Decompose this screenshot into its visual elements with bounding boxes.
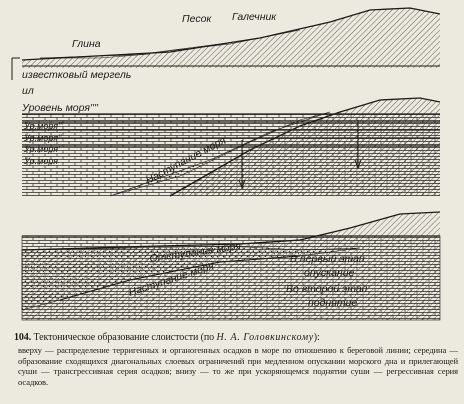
stratification-figure: Песок Галечник Глина известковый мергель…: [11, 7, 441, 321]
bottom-advance-boundary: [59, 255, 301, 301]
bottom-shore-profile: [21, 211, 441, 251]
label-silt: ил: [22, 85, 34, 97]
caption-title: 104. Тектоническое образование слоистост…: [14, 332, 458, 344]
caption-title-text: Тектоническое образование слоистости (по: [33, 332, 215, 343]
label-sea-level-1: Ур.моря''': [23, 121, 63, 131]
top-shore-profile: [21, 7, 441, 61]
label-sea-level-4: Ур.моря: [23, 156, 58, 166]
label-stage1-line1: В первый этап: [290, 253, 365, 265]
clay-layer: [39, 53, 151, 59]
label-marl: известковый мергель: [22, 69, 131, 81]
caption-author: Н. А. Головкинскому: [216, 332, 314, 343]
label-gravel: Галечник: [232, 11, 277, 23]
middle-diagram: Уровень моря'''' Ур.моря''' Ур.моря'' Ур…: [21, 97, 441, 197]
label-sand: Песок: [182, 13, 212, 25]
sea-level-lines: [22, 113, 440, 147]
label-stage2-line1: Во второй этап: [286, 283, 368, 295]
label-sea-level: Уровень моря'''': [21, 102, 99, 114]
middle-shore-profile: [169, 97, 441, 197]
caption-number: 104.: [14, 332, 32, 343]
figure-caption: 104. Тектоническое образование слоистост…: [8, 332, 458, 402]
bottom-diagram: Отступание моря Наступание моря В первый…: [21, 211, 441, 321]
label-stage2-line2: поднятие: [308, 297, 357, 309]
top-diagram: Песок Галечник Глина известковый мергель…: [11, 7, 441, 97]
middle-sand-wedge: [109, 111, 331, 197]
label-sea-level-3: Ур.моря': [23, 144, 60, 154]
caption-body: вверху — распределение терригенных и орг…: [18, 345, 458, 387]
label-clay: Глина: [72, 38, 101, 50]
label-stage1-line2: опускание: [304, 267, 355, 279]
caption-title-end: ):: [313, 332, 320, 343]
label-sea-level-2: Ур.моря'': [23, 133, 62, 143]
sand-layer: [149, 29, 301, 54]
